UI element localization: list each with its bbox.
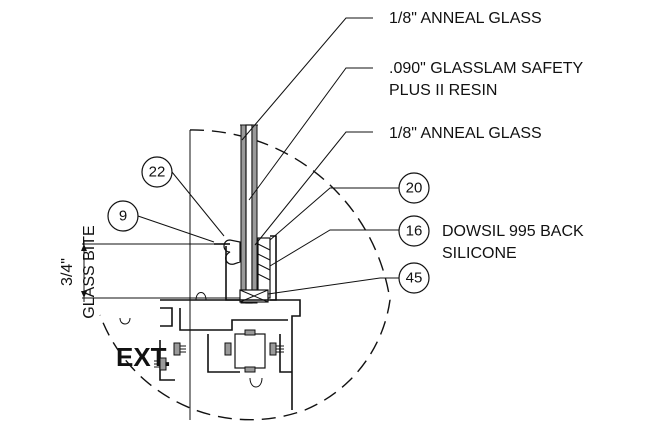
glass-bite-dimension: 3/4" GLASS BITE [59, 225, 240, 319]
glass-lites [240, 124, 258, 304]
callout-silicone-2: SILICONE [442, 245, 517, 262]
glass-outer-lite [240, 124, 247, 304]
callout-silicone-1: DOWSIL 995 BACK [442, 223, 584, 240]
exterior-label: EXT. [116, 342, 171, 372]
frame-extrusion [119, 235, 301, 410]
pressure-plate-core [234, 333, 266, 369]
gasket-left-1 [173, 342, 181, 356]
dimension-value: 3/4" [59, 258, 76, 286]
svg-text:45: 45 [406, 270, 423, 287]
glass-inner-lite [251, 124, 258, 304]
callout-glass-inner: 1/8" ANNEAL GLASS [389, 125, 542, 142]
svg-text:22: 22 [149, 164, 166, 181]
callout-interlayer-1: .090" GLASSLAM SAFETY [389, 60, 584, 77]
dimension-label: GLASS BITE [81, 225, 98, 318]
tag-9: 9 [107, 200, 139, 232]
gasket-right [269, 342, 277, 356]
callout-glass-outer: 1/8" ANNEAL GLASS [389, 10, 542, 27]
detail-boundary-circle [99, 129, 391, 421]
svg-text:9: 9 [119, 208, 127, 225]
tag-22: 22 [141, 156, 173, 188]
tag-20: 20 [398, 172, 430, 204]
callout-interlayer-2: PLUS II RESIN [389, 82, 497, 99]
svg-text:16: 16 [406, 223, 423, 240]
leader-lines [137, 17, 399, 295]
thermal-break [154, 329, 284, 373]
tag-16: 16 [398, 215, 430, 247]
interlayer [245, 124, 253, 304]
tag-45: 45 [398, 262, 430, 294]
svg-text:20: 20 [406, 180, 423, 197]
